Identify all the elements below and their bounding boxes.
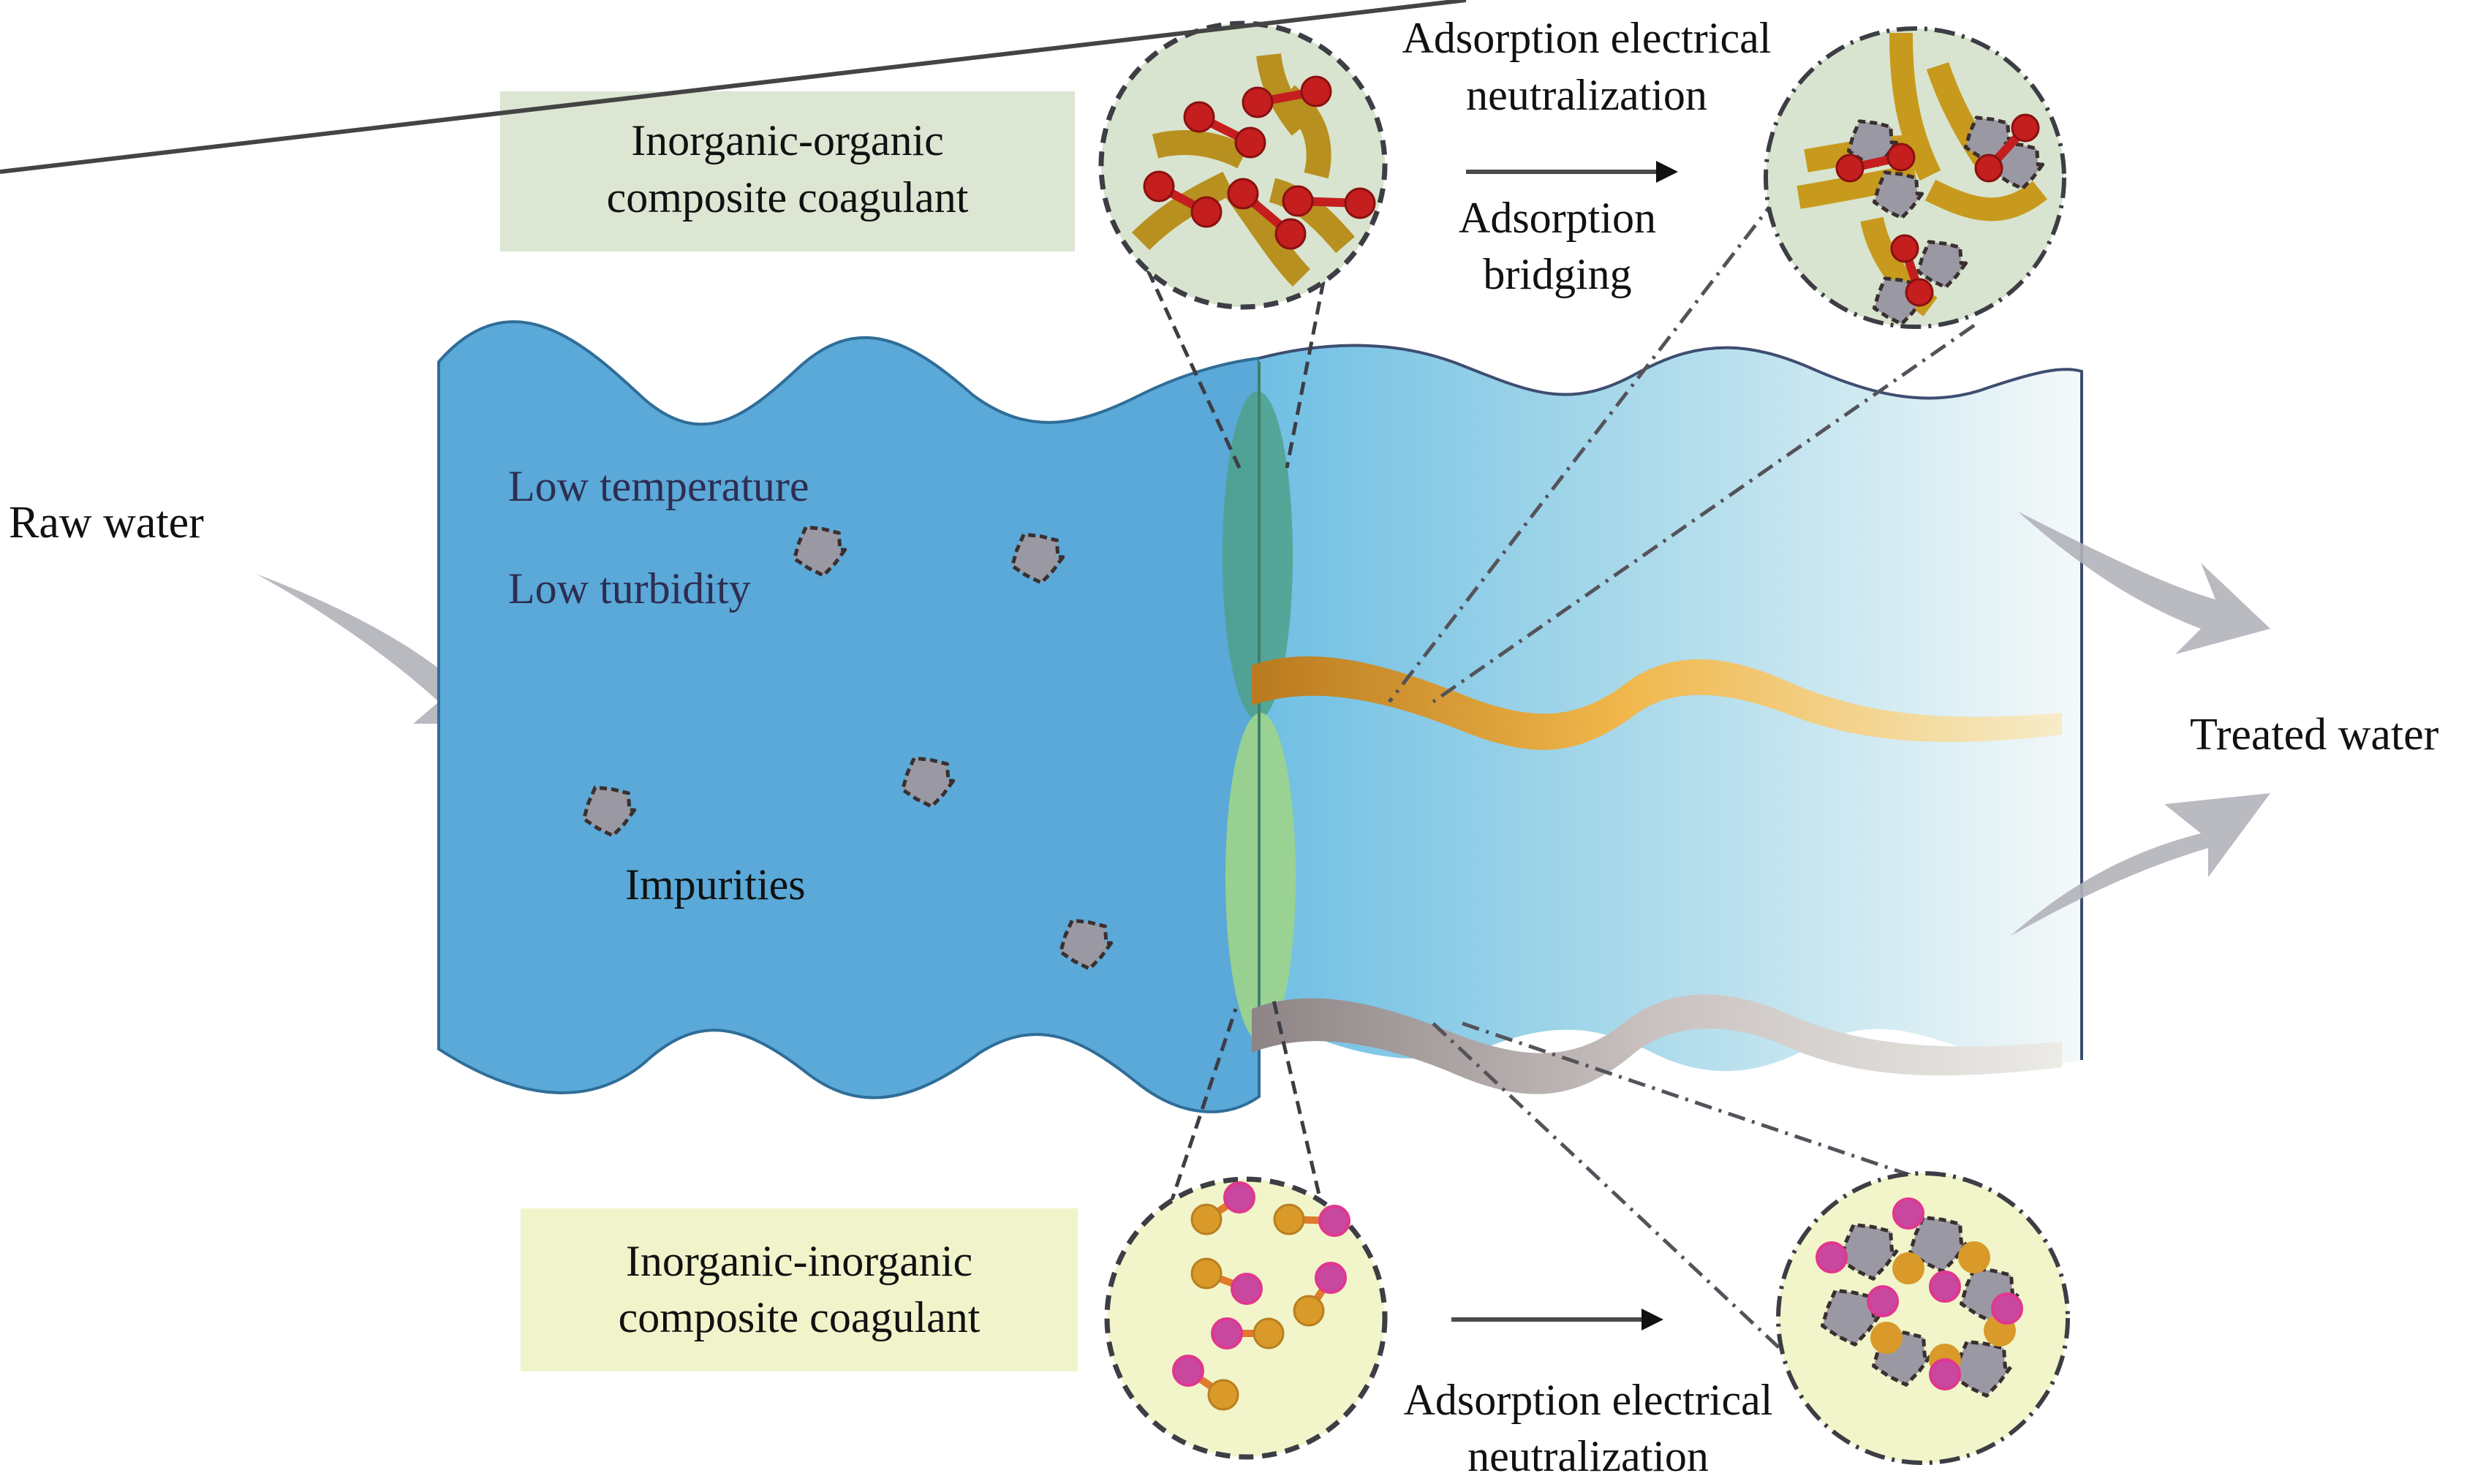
impurity-particle [1908, 1215, 1969, 1273]
red-particle [1344, 187, 1376, 219]
magenta-particle [1991, 1292, 2023, 1325]
organic-floc-band [1252, 656, 2062, 750]
top-mechanism1-line1: Adsorption electrical [1402, 14, 1772, 62]
low-temperature-label: Low temperature [508, 462, 809, 510]
magenta-particle [1223, 1181, 1255, 1214]
bottom-process-arrowhead [1641, 1309, 1663, 1330]
raw-water-body [437, 320, 1261, 1113]
treated-water-body [1259, 345, 2082, 1072]
treated-water-label: Treated water [2190, 710, 2439, 760]
bottom-coagulant-label-box [521, 1208, 1078, 1371]
result-connector-lines [1388, 196, 1976, 1354]
orange-particle [1253, 1317, 1285, 1349]
red-particle [1143, 170, 1175, 202]
top-process-arrowhead [1656, 161, 1678, 183]
treated-water-outline [1258, 344, 2083, 1060]
polymer-chain [1889, 32, 1941, 181]
top-process-arrow [0, 0, 1467, 174]
polymer-chain [1152, 130, 1249, 169]
organic-coagulant-circle [1098, 20, 1388, 310]
inorganic-coagulant-circle [1104, 1176, 1388, 1460]
red-particle [1234, 126, 1266, 159]
impurity-particle [901, 756, 956, 809]
magenta-particle [1929, 1358, 1961, 1390]
magenta-particle [1892, 1197, 1924, 1230]
orange-particle [1273, 1203, 1305, 1235]
magenta-particle [1318, 1205, 1350, 1237]
impurity-particles [582, 525, 1114, 971]
impurities-label: Impurities [625, 860, 806, 909]
magenta-particle [1211, 1317, 1243, 1349]
impurity-particle [1010, 532, 1065, 585]
top-coagulant-label-box [500, 91, 1075, 251]
top-mechanism1-line2: neutralization [1466, 71, 1707, 119]
magenta-particle [1315, 1262, 1347, 1294]
magenta-particle [1231, 1273, 1263, 1305]
impurity-particle [1872, 170, 1924, 220]
orange-particle [1207, 1379, 1239, 1411]
red-particle [1300, 75, 1332, 107]
low-turbidity-label: Low turbidity [508, 564, 751, 613]
orange-particle [1958, 1241, 1990, 1273]
top-mechanism2-line2: bridging [1483, 250, 1631, 298]
impurity-particle [1839, 1222, 1900, 1281]
magenta-particle [1172, 1355, 1204, 1387]
polymer-chain [1924, 179, 2047, 222]
red-particle [1227, 178, 1259, 210]
red-particle [1974, 154, 2003, 183]
raw-water-label: Raw water [9, 498, 204, 548]
bottom-mechanism-line1: Adsorption electrical [1404, 1376, 1773, 1424]
orange-particle [1870, 1322, 1903, 1354]
red-particle [2011, 113, 2040, 143]
magenta-particle [1816, 1241, 1848, 1273]
red-particle [1905, 278, 1934, 307]
treated-water-arrow-lower [2011, 793, 2270, 936]
impurity-particle [582, 785, 637, 838]
top-coagulant-label-line1: Inorganic-organic [631, 116, 944, 164]
red-particle [1274, 218, 1307, 250]
red-particle [1190, 196, 1223, 228]
red-particle [1282, 185, 1314, 217]
inorganic-floc-band [1252, 994, 2062, 1094]
treated-water-arrow-upper [2018, 512, 2270, 654]
impurity-particle [1916, 240, 1968, 289]
bottom-coagulant-label-line1: Inorganic-inorganic [626, 1237, 972, 1285]
orange-particle [1892, 1252, 1924, 1284]
organic-floc-circle [1764, 26, 2066, 329]
bottom-coagulant-label-line2: composite coagulant [619, 1293, 981, 1341]
magenta-particle [1867, 1285, 1899, 1317]
red-particle [1835, 154, 1865, 183]
red-particle [1890, 234, 1919, 263]
impurity-particle [1059, 918, 1114, 971]
top-mechanism2-line1: Adsorption [1459, 194, 1656, 242]
connector-lines [1146, 269, 1326, 1214]
magenta-particle [1929, 1271, 1961, 1303]
inorganic-floc-circle [1776, 1171, 2070, 1465]
polymer-chain [1131, 171, 1234, 251]
red-particle [1183, 101, 1215, 133]
orange-particle [1190, 1257, 1223, 1290]
orange-particle [1190, 1203, 1223, 1235]
polymer-chain [1279, 85, 1331, 179]
top-coagulant-label-line2: composite coagulant [607, 173, 969, 222]
red-particle [1242, 86, 1274, 118]
polymer-chain [1269, 178, 1355, 254]
bottom-mechanism-line2: neutralization [1467, 1432, 1709, 1480]
red-particle [1886, 143, 1916, 172]
orange-particle [1293, 1295, 1325, 1327]
impurity-particle [793, 525, 847, 578]
